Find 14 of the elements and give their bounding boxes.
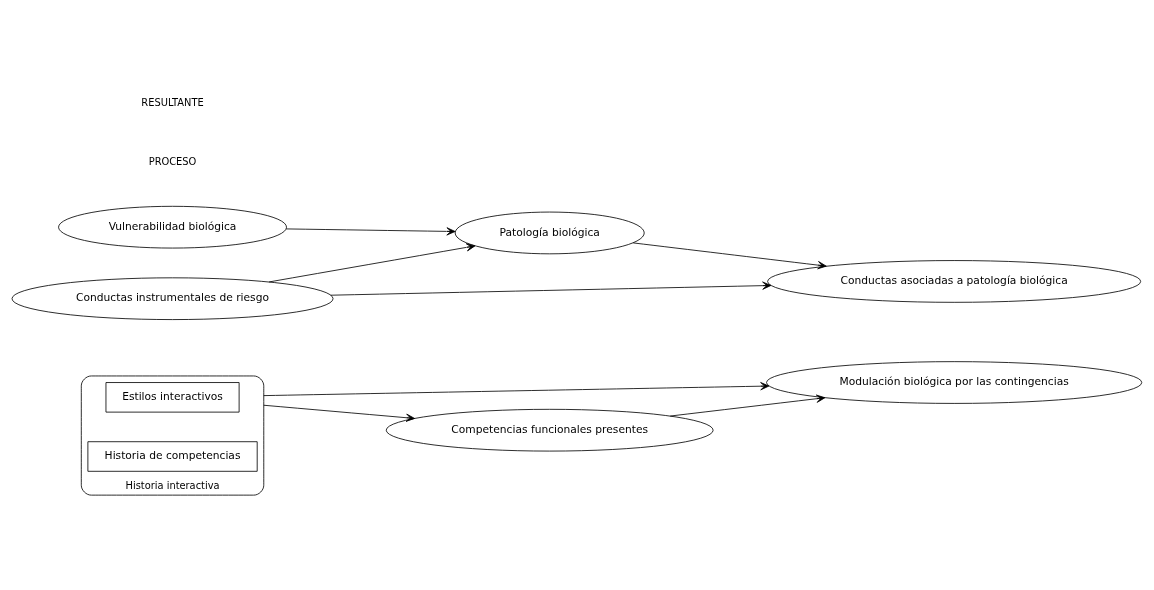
- arrow: [330, 281, 772, 296]
- arrow: [263, 404, 415, 422]
- node-ellipse: Conductas instrumentales de riesgo: [11, 277, 334, 320]
- node-ellipse: Competencias funcionales presentes: [385, 408, 714, 452]
- label: PROCESO: [148, 155, 197, 167]
- arrow: [285, 227, 456, 236]
- arrow: [669, 394, 826, 417]
- node-ellipse: Vulnerabilidad biológica: [58, 205, 287, 249]
- node-box: Historia de competencias: [87, 441, 258, 472]
- node-box: Estilos interactivos: [105, 382, 240, 413]
- arrow: [632, 242, 827, 270]
- label: RESULTANTE: [141, 96, 204, 108]
- arrow: [268, 243, 476, 283]
- arrow: [263, 382, 770, 397]
